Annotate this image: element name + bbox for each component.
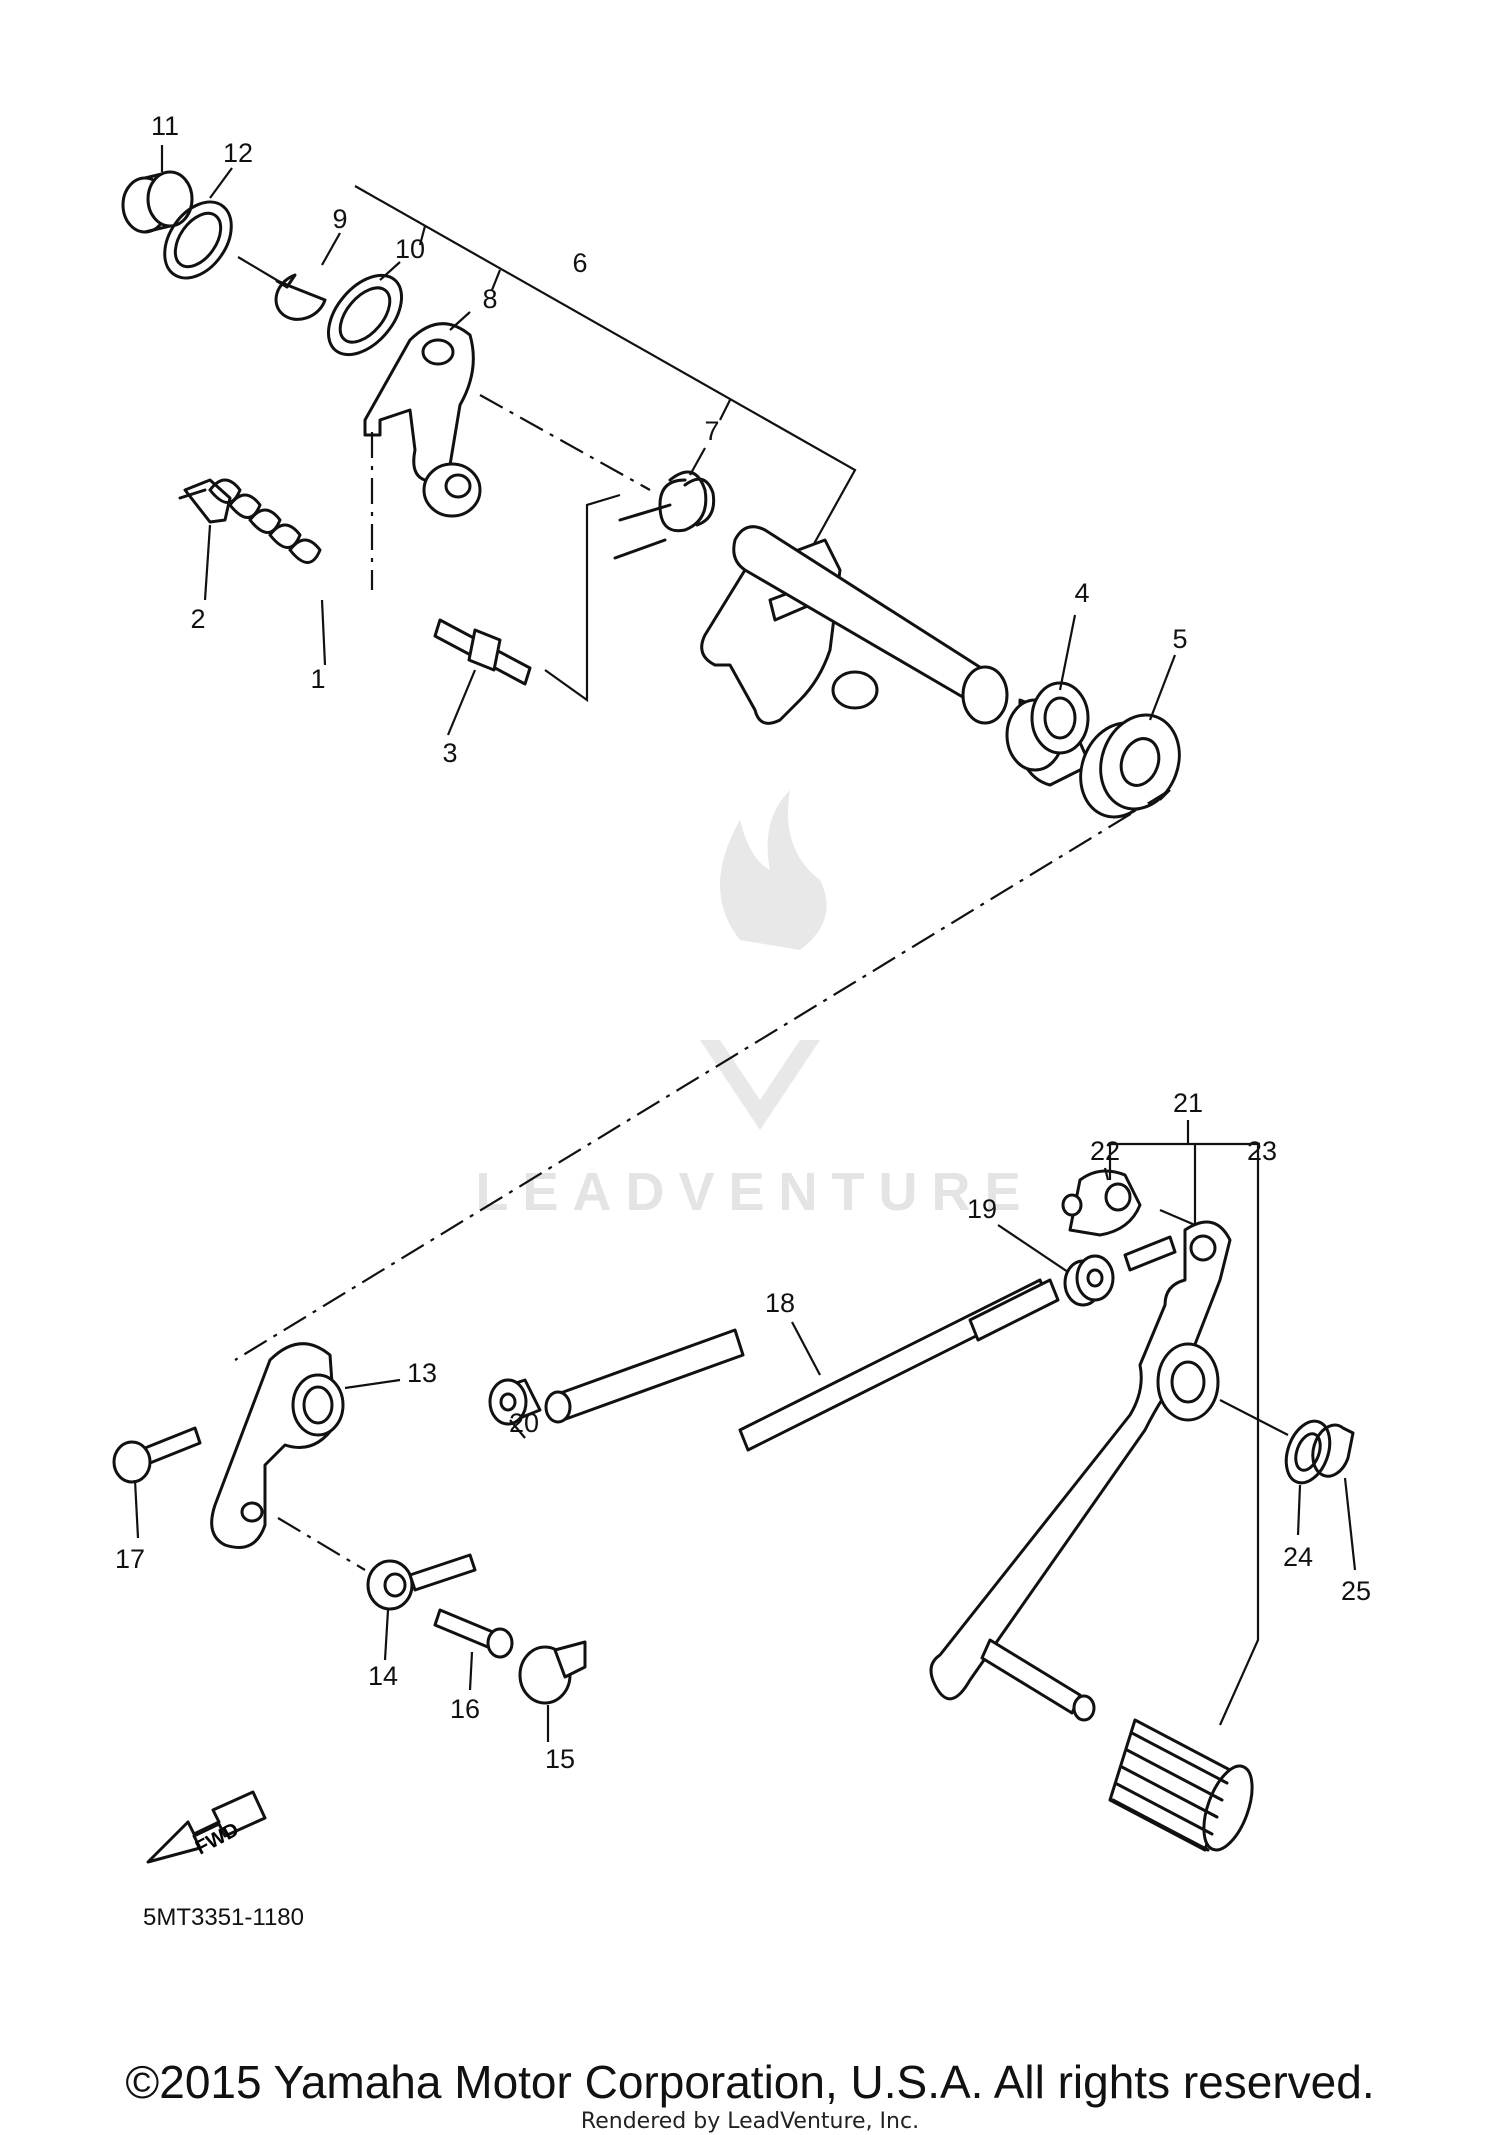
callout-16: 16 [450, 1694, 480, 1724]
part-7-spring [613, 470, 716, 560]
callout-20: 20 [509, 1408, 539, 1438]
part-2-pin [178, 478, 232, 524]
part-21-shift-pedal [929, 1220, 1232, 1722]
part-3-bolt [433, 618, 532, 686]
callout-25: 25 [1341, 1576, 1371, 1606]
callout-13: 13 [407, 1358, 437, 1388]
part-8-arm [363, 322, 482, 518]
callout-4: 4 [1074, 578, 1089, 608]
callout-1: 1 [310, 664, 325, 694]
callout-23: 23 [1247, 1136, 1277, 1166]
callout-6: 6 [572, 248, 587, 278]
callout-11: 11 [151, 111, 179, 141]
callout-18: 18 [765, 1288, 795, 1318]
part-23-rubber [1108, 1718, 1254, 1852]
leadventure-watermark: LEADVENTURE [475, 790, 1034, 1222]
part-25-circlip [1311, 1423, 1355, 1478]
part-19-nut [1063, 1254, 1115, 1307]
callout-9: 9 [332, 204, 347, 234]
callout-8: 8 [482, 284, 497, 314]
part-24-washer [1284, 1419, 1332, 1485]
callout-7: 7 [704, 416, 719, 446]
fwd-arrow-icon: FWD [146, 1790, 267, 1864]
part-4-collar [1005, 681, 1092, 787]
part-16-bolt [433, 1608, 514, 1659]
watermark-text: LEADVENTURE [475, 1162, 1034, 1222]
callout-19: 19 [967, 1194, 997, 1224]
part-12-washer [163, 200, 233, 280]
callout-3: 3 [442, 738, 457, 768]
callout-15: 15 [545, 1744, 575, 1774]
callout-numbers: 1 2 3 4 5 6 7 8 9 10 11 12 13 14 15 16 1… [115, 111, 1371, 1774]
part-14-rod-end [366, 1553, 477, 1611]
part-18-rod [544, 1278, 1060, 1452]
diagram-code: 5MT3351-1180 [143, 1904, 304, 1931]
part-9-circlip [274, 273, 327, 321]
part-17-bolt [112, 1426, 202, 1484]
part-1-spring [208, 478, 322, 564]
part-13-shift-arm [210, 1342, 345, 1549]
part-10-washer [326, 273, 404, 357]
callout-10: 10 [395, 234, 425, 264]
part-6-shift-shaft [700, 525, 1009, 725]
part-20-nut [488, 1378, 542, 1426]
callout-12: 12 [223, 138, 253, 168]
upper-shift-shaft-group [121, 145, 1181, 819]
callout-17: 17 [115, 1544, 145, 1574]
rendered-by-notice: Rendered by LeadVenture, Inc. [581, 2109, 919, 2134]
part-11-bushing [121, 170, 194, 234]
callout-5: 5 [1172, 624, 1187, 654]
callout-2: 2 [190, 604, 205, 634]
callout-14: 14 [368, 1661, 398, 1691]
part-5-oil-seal [1079, 713, 1181, 819]
callout-21: 21 [1173, 1088, 1203, 1118]
part-22-rod-end [1061, 1169, 1142, 1237]
callout-24: 24 [1283, 1542, 1313, 1572]
callout-22: 22 [1090, 1136, 1120, 1166]
lower-shift-pedal-group [112, 1120, 1357, 1852]
part-21-bolt [1123, 1235, 1177, 1272]
part-15-cap [518, 1640, 587, 1705]
copyright-notice: ©2015 Yamaha Motor Corporation, U.S.A. A… [125, 2056, 1374, 2108]
